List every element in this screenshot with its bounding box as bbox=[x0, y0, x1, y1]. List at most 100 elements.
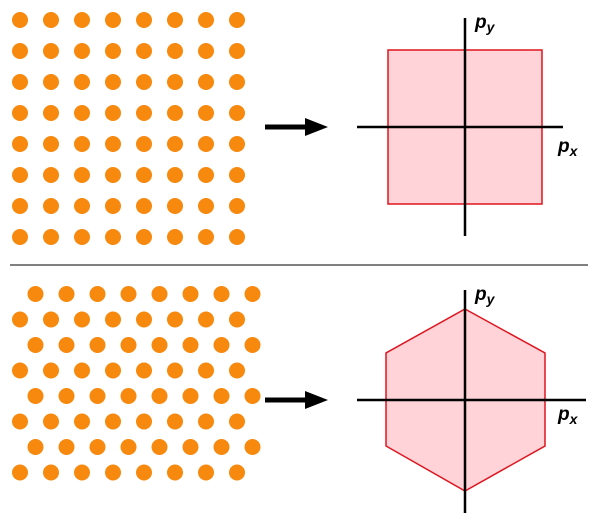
lattice-site bbox=[89, 337, 106, 353]
lattice-site bbox=[12, 229, 28, 245]
lattice-site bbox=[74, 311, 90, 328]
lattice-site bbox=[12, 105, 28, 121]
lattice-site bbox=[74, 74, 90, 90]
momentum-axes-top: py px bbox=[357, 12, 579, 236]
lattice-site bbox=[244, 439, 261, 455]
lattice-site bbox=[136, 464, 152, 481]
lattice-site bbox=[198, 362, 214, 379]
lattice-site bbox=[182, 337, 199, 353]
lattice-site bbox=[105, 105, 121, 121]
lattice-site bbox=[43, 136, 59, 152]
momentum-axes-bottom: py px bbox=[357, 284, 586, 513]
lattice-site bbox=[27, 286, 44, 302]
lattice-site bbox=[74, 413, 90, 430]
lattice-site bbox=[74, 229, 90, 245]
lattice-site bbox=[229, 136, 245, 152]
lattice-site bbox=[167, 43, 183, 59]
lattice-site bbox=[167, 12, 183, 28]
lattice-site bbox=[105, 74, 121, 90]
lattice-site bbox=[12, 74, 28, 90]
lattice-site bbox=[120, 337, 137, 353]
lattice-site bbox=[182, 286, 199, 302]
lattice-site bbox=[136, 229, 152, 245]
transform-arrow-top bbox=[265, 118, 328, 136]
lattice-site bbox=[198, 74, 214, 90]
py-label: py bbox=[474, 12, 496, 35]
lattice-site bbox=[136, 362, 152, 379]
lattice-site bbox=[136, 74, 152, 90]
lattice-site bbox=[12, 464, 28, 481]
lattice-site bbox=[198, 136, 214, 152]
lattice-site bbox=[12, 362, 28, 379]
px-label: px bbox=[557, 136, 579, 159]
lattice-site bbox=[151, 439, 168, 455]
lattice-site bbox=[198, 311, 214, 328]
lattice-site bbox=[74, 198, 90, 214]
lattice-site bbox=[27, 337, 44, 353]
lattice-site bbox=[167, 229, 183, 245]
lattice-site bbox=[167, 198, 183, 214]
lattice-site bbox=[229, 105, 245, 121]
lattice-site bbox=[27, 388, 44, 404]
lattice-site bbox=[12, 311, 28, 328]
lattice-site bbox=[167, 167, 183, 183]
lattice-site bbox=[229, 362, 245, 379]
lattice-site bbox=[105, 43, 121, 59]
lattice-site bbox=[12, 167, 28, 183]
lattice-site bbox=[74, 362, 90, 379]
lattice-site bbox=[43, 362, 59, 379]
lattice-site bbox=[105, 413, 121, 430]
lattice-site bbox=[229, 198, 245, 214]
lattice-site bbox=[58, 337, 75, 353]
py-label: py bbox=[474, 284, 496, 307]
lattice-site bbox=[74, 43, 90, 59]
lattice-site bbox=[136, 12, 152, 28]
lattice-site bbox=[229, 74, 245, 90]
lattice-site bbox=[74, 12, 90, 28]
lattice-site bbox=[136, 198, 152, 214]
lattice-site bbox=[105, 12, 121, 28]
lattice-site bbox=[12, 136, 28, 152]
lattice-site bbox=[12, 12, 28, 28]
lattice-site bbox=[229, 43, 245, 59]
lattice-site bbox=[58, 388, 75, 404]
lattice-site bbox=[43, 229, 59, 245]
lattice-site bbox=[167, 105, 183, 121]
lattice-site bbox=[12, 413, 28, 430]
lattice-site bbox=[105, 362, 121, 379]
lattice-site bbox=[198, 464, 214, 481]
lattice-site bbox=[43, 105, 59, 121]
lattice-site bbox=[198, 43, 214, 59]
lattice-site bbox=[198, 229, 214, 245]
lattice-site bbox=[229, 464, 245, 481]
lattice-site bbox=[136, 105, 152, 121]
lattice-site bbox=[43, 464, 59, 481]
lattice-site bbox=[167, 136, 183, 152]
lattice-site bbox=[58, 439, 75, 455]
lattice-site bbox=[89, 286, 106, 302]
lattice-site bbox=[167, 464, 183, 481]
lattice-site bbox=[229, 167, 245, 183]
lattice-site bbox=[136, 136, 152, 152]
lattice-site bbox=[229, 311, 245, 328]
px-label: px bbox=[557, 404, 579, 427]
lattice-site bbox=[105, 136, 121, 152]
lattice-site bbox=[27, 439, 44, 455]
hexagonal-lattice bbox=[12, 286, 261, 481]
lattice-site bbox=[198, 167, 214, 183]
lattice-site bbox=[198, 198, 214, 214]
lattice-site bbox=[12, 43, 28, 59]
lattice-site bbox=[43, 74, 59, 90]
lattice-site bbox=[136, 167, 152, 183]
lattice-site bbox=[43, 198, 59, 214]
lattice-site bbox=[167, 362, 183, 379]
lattice-site bbox=[105, 229, 121, 245]
lattice-site bbox=[43, 12, 59, 28]
lattice-site bbox=[105, 198, 121, 214]
lattice-site bbox=[151, 337, 168, 353]
lattice-site bbox=[213, 286, 230, 302]
lattice-site bbox=[198, 12, 214, 28]
lattice-site bbox=[89, 388, 106, 404]
lattice-site bbox=[244, 337, 261, 353]
